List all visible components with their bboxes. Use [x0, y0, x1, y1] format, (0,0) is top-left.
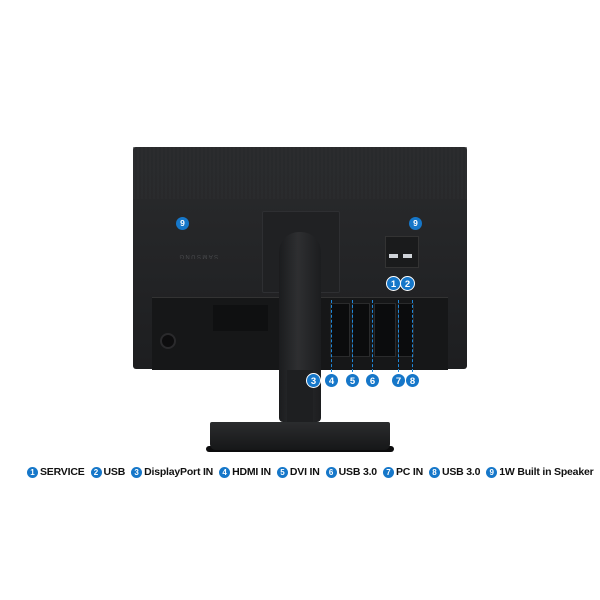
legend-item: 6 USB 3.0: [325, 466, 377, 478]
callout-badge-9-left: 9: [176, 217, 189, 230]
legend-number-badge: 5: [276, 466, 288, 478]
callout-line-5: [352, 300, 353, 372]
callout-badge-9-right: 9: [409, 217, 422, 230]
stand-base: [210, 422, 390, 450]
legend-item: 4 HDMI IN: [219, 466, 271, 478]
port-slot-hdmi: [330, 303, 350, 357]
callout-badge-5: 5: [345, 373, 360, 388]
legend-number-badge: 2: [90, 466, 102, 478]
usb-port-cluster: [385, 236, 419, 268]
callout-badge-8: 8: [405, 373, 420, 388]
legend-number-badge: 9: [486, 466, 498, 478]
legend-number-badge: 3: [131, 466, 143, 478]
callout-badge-7: 7: [391, 373, 406, 388]
legend-number-badge: 7: [382, 466, 394, 478]
legend-number-badge: 1: [27, 466, 38, 478]
legend-item: 7 PC IN: [382, 466, 423, 478]
legend-item: 3 DisplayPort IN: [131, 466, 213, 478]
legend-label: DisplayPort IN: [144, 466, 214, 478]
legend-label: USB 3.0: [441, 466, 481, 478]
port-slot-usb3: [374, 303, 396, 357]
usb-port-b: [403, 254, 412, 258]
callout-line-7: [398, 300, 399, 372]
legend-label: USB: [103, 466, 126, 478]
legend-number-badge: 4: [219, 466, 231, 478]
legend-label: PC IN: [395, 466, 423, 478]
callout-badge-3: 3: [306, 373, 321, 388]
callout-line-4: [331, 300, 332, 372]
legend-item: 1 SERVICE: [27, 466, 85, 478]
legend-item: 2 USB: [90, 466, 126, 478]
brand-mark: SAMSUNG: [178, 253, 219, 259]
legend-number-badge: 8: [428, 466, 440, 478]
legend-label: HDMI IN: [232, 466, 271, 478]
legend-item: 8 USB 3.0: [428, 466, 481, 478]
service-cover: [213, 305, 268, 331]
port-legend: 1 SERVICE 2 USB 3 DisplayPort IN 4 HDMI …: [27, 466, 594, 478]
legend-number-badge: 6: [325, 466, 337, 478]
legend-label: SERVICE: [40, 466, 85, 478]
callout-badge-4: 4: [324, 373, 339, 388]
legend-label: DVI IN: [289, 466, 320, 478]
callout-line-8: [412, 300, 413, 372]
legend-label: USB 3.0: [338, 466, 377, 478]
legend-label: 1W Built in Speaker: [499, 466, 594, 478]
legend-item: 9 1W Built in Speaker: [486, 466, 594, 478]
callout-line-6: [372, 300, 373, 372]
service-port: [160, 333, 176, 349]
usb-port-a: [389, 254, 398, 258]
legend-item: 5 DVI IN: [276, 466, 320, 478]
callout-badge-2: 2: [400, 276, 415, 291]
callout-badge-6: 6: [365, 373, 380, 388]
monitor-vent: [133, 147, 467, 199]
port-slot-dvi: [352, 303, 370, 357]
callout-badge-1: 1: [386, 276, 401, 291]
